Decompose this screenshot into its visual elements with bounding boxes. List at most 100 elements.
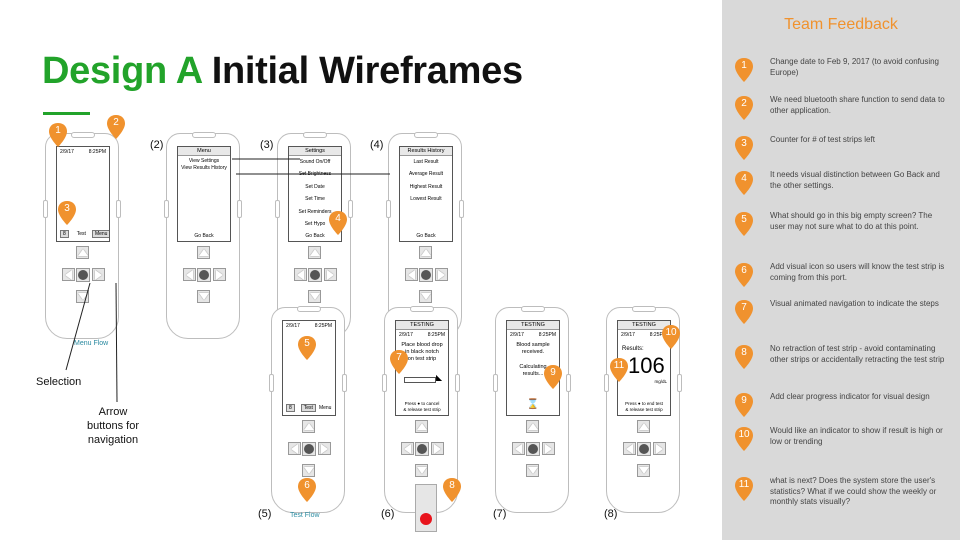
s8-results-label: Results: (622, 346, 644, 352)
feedback-pin-9: 9 (734, 392, 754, 418)
up-arrow-button[interactable] (419, 246, 432, 259)
select-button[interactable] (526, 442, 540, 456)
down-arrow-button[interactable] (197, 290, 210, 303)
right-arrow-button[interactable] (435, 268, 448, 281)
dpad (405, 246, 448, 304)
annotation-pin-5: 5 (297, 335, 317, 361)
s7-time: 8:25PM (538, 332, 556, 338)
dpad (183, 246, 226, 304)
s5-menu-softkey[interactable]: Menu (318, 405, 332, 411)
feedback-pin-11: 11 (734, 476, 754, 502)
s6-line-1: Place blood drop (401, 342, 443, 348)
menu-go-back[interactable]: Go Back (194, 233, 214, 239)
settings-item-time[interactable]: Set Time (305, 196, 325, 203)
device-menu: Menu View Settings View Results History … (164, 132, 242, 339)
right-arrow-button[interactable] (324, 268, 337, 281)
feedback-text-8: No retraction of test strip - avoid cont… (770, 344, 945, 364)
settings-item-sound[interactable]: Sound On/Off (299, 159, 331, 165)
select-button[interactable] (76, 268, 90, 282)
title-rest: Initial Wireframes (211, 50, 523, 92)
feedback-text-5: What should go in this big empty screen?… (770, 211, 933, 231)
left-arrow-button[interactable] (294, 268, 307, 281)
up-arrow-button[interactable] (308, 246, 321, 259)
settings-header: Settings (289, 147, 341, 156)
up-arrow-button[interactable] (415, 420, 428, 433)
menu-header: Menu (178, 147, 230, 156)
strip-port (415, 484, 437, 532)
s5-strip-counter: 8 (286, 404, 295, 412)
dpad (623, 420, 666, 478)
settings-go-back[interactable]: Go Back (305, 233, 325, 240)
down-arrow-button[interactable] (526, 464, 539, 477)
feedback-text-9: Add clear progress indicator for visual … (770, 392, 930, 401)
up-arrow-button[interactable] (76, 246, 89, 259)
feedback-text-7: Visual animated navigation to indicate t… (770, 299, 939, 308)
s7-header: TESTING (507, 321, 559, 330)
history-item-lowest[interactable]: Lowest Result (410, 196, 442, 203)
annotation-pin-9: 9 (543, 364, 563, 390)
left-arrow-button[interactable] (288, 442, 301, 455)
screen-number-3: (3) (260, 139, 274, 151)
s5-test-softkey[interactable]: Test (300, 404, 316, 412)
history-header: Results History (400, 147, 452, 156)
screen-number-6: (6) (381, 508, 395, 520)
settings-item-date[interactable]: Set Date (305, 183, 325, 190)
test-strip-graphic (404, 377, 436, 383)
up-arrow-button[interactable] (637, 420, 650, 433)
history-go-back[interactable]: Go Back (416, 233, 436, 239)
left-arrow-button[interactable] (623, 442, 636, 455)
select-button[interactable] (308, 268, 322, 282)
menu-item-view-settings[interactable]: View Settings (188, 158, 220, 164)
feedback-text-6: Add visual icon so users will know the t… (770, 262, 945, 282)
left-arrow-button[interactable] (401, 442, 414, 455)
screen-number-8: (8) (604, 508, 618, 520)
history-item-average[interactable]: Average Result (408, 171, 444, 178)
settings-item-hypo[interactable]: Set Hypo (304, 221, 326, 228)
s8-press: Press (625, 401, 637, 406)
down-arrow-button[interactable] (637, 464, 650, 477)
s6-press: Press (404, 401, 417, 406)
annotation-pin-7: 7 (389, 349, 409, 375)
right-arrow-button[interactable] (318, 442, 331, 455)
feedback-pin-3: 3 (734, 135, 754, 161)
annotation-pin-4: 4 (328, 210, 348, 236)
hourglass-icon: ⌛ (526, 399, 540, 410)
down-arrow-button[interactable] (308, 290, 321, 303)
down-arrow-button[interactable] (419, 290, 432, 303)
up-arrow-button[interactable] (526, 420, 539, 433)
right-arrow-button[interactable] (431, 442, 444, 455)
test-flow-label: Test Flow (290, 512, 320, 519)
screen-number-7: (7) (493, 508, 507, 520)
left-arrow-button[interactable] (512, 442, 525, 455)
menu-item-view-results-history[interactable]: View Results History (181, 165, 227, 172)
home-test-softkey[interactable]: Test (76, 231, 86, 237)
left-arrow-button[interactable] (405, 268, 418, 281)
left-arrow-button[interactable] (183, 268, 196, 281)
history-item-highest[interactable]: Highest Result (409, 183, 443, 190)
right-arrow-button[interactable] (213, 268, 226, 281)
feedback-title: Team Feedback (784, 16, 898, 33)
select-button[interactable] (302, 442, 316, 456)
right-arrow-button[interactable] (542, 442, 555, 455)
screen-results-history: Results History Last Result Average Resu… (399, 146, 453, 242)
select-button[interactable] (415, 442, 429, 456)
select-button[interactable] (197, 268, 211, 282)
select-button[interactable] (419, 268, 433, 282)
down-arrow-button[interactable] (302, 464, 315, 477)
history-item-last[interactable]: Last Result (413, 159, 439, 165)
up-arrow-button[interactable] (302, 420, 315, 433)
select-button[interactable] (637, 442, 651, 456)
home-menu-softkey[interactable]: Menu (91, 230, 109, 238)
feedback-text-4: It needs visual distinction between Go B… (770, 170, 940, 190)
left-arrow-button[interactable] (62, 268, 75, 281)
s7-line-2: received. (521, 349, 545, 356)
settings-item-reminders[interactable]: Set Reminders (298, 208, 332, 215)
down-arrow-button[interactable] (415, 464, 428, 477)
menu-flow-label: Menu Flow (74, 340, 109, 347)
right-arrow-button[interactable] (653, 442, 666, 455)
up-arrow-button[interactable] (197, 246, 210, 259)
right-arrow-button[interactable] (92, 268, 105, 281)
